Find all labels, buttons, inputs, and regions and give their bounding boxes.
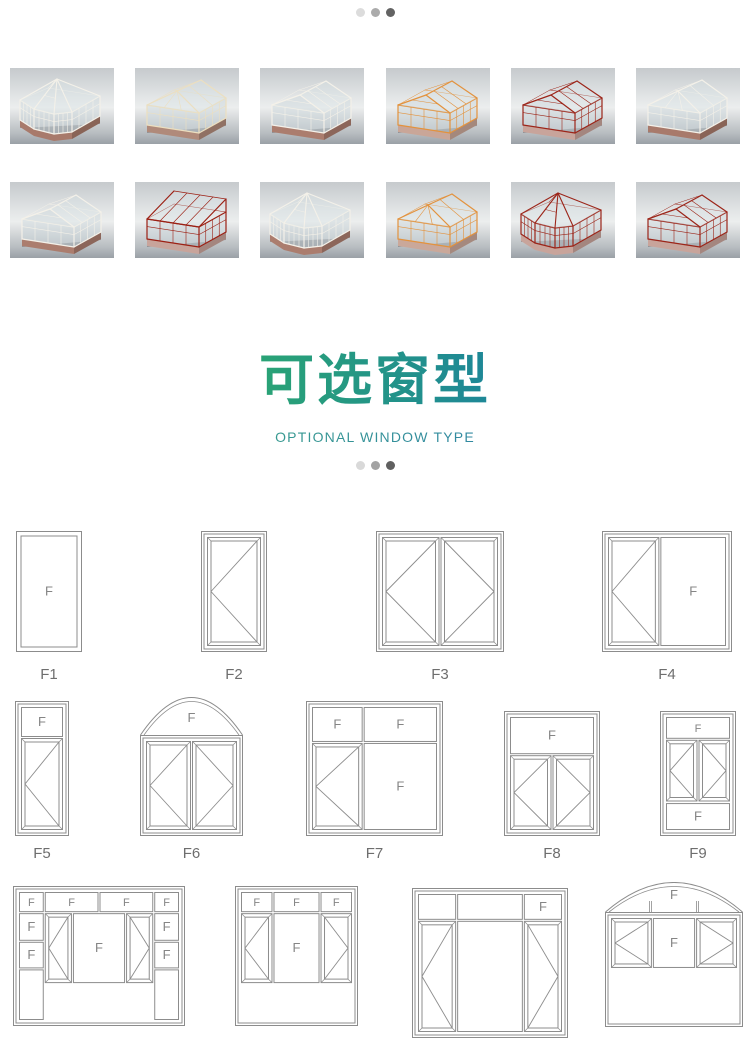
window-diagram-label: F4 — [658, 666, 676, 683]
carousel-dot[interactable] — [355, 8, 365, 17]
product-image-white-l-shape-conservatory — [260, 68, 365, 144]
section-subtitle: OPTIONAL WINDOW TYPE — [0, 429, 750, 445]
svg-text:F: F — [38, 714, 46, 729]
window-diagram-f5: F F5 — [15, 701, 69, 862]
svg-text:F: F — [68, 897, 75, 909]
svg-text:F: F — [396, 716, 404, 731]
window-diagram-label: F1 — [40, 666, 58, 683]
svg-text:F: F — [293, 940, 301, 955]
carousel-dot[interactable] — [370, 461, 380, 470]
window-diagram-f9: F F F9 — [660, 711, 736, 862]
svg-text:F: F — [695, 723, 702, 735]
svg-text:F: F — [163, 897, 170, 909]
product-page: { "carousel_top": { "dot_colors": ["#dcd… — [0, 8, 750, 1038]
svg-text:F: F — [27, 947, 35, 962]
carousel-dots-mid — [0, 461, 750, 470]
section-title: 可选窗型 — [0, 350, 750, 411]
svg-text:F: F — [689, 584, 697, 599]
product-gallery — [10, 68, 740, 296]
window-diagram-f2: F2 — [201, 531, 267, 683]
svg-text:F: F — [253, 897, 260, 909]
product-image-white-victorian-conservatory — [10, 68, 114, 144]
svg-text:F: F — [333, 897, 340, 909]
window-diagram-f6: F F6 — [140, 697, 243, 862]
window-diagram: F F F F — [235, 886, 358, 1026]
window-diagram-label: F5 — [33, 845, 51, 862]
svg-text:F: F — [548, 728, 556, 743]
window-diagram-label: F6 — [182, 845, 201, 862]
window-diagram-f8: F F8 — [504, 711, 600, 862]
product-image-white-hip-roof-conservatory — [635, 68, 740, 144]
svg-text:F: F — [163, 947, 171, 962]
svg-text:F: F — [396, 778, 404, 793]
product-image-orange-frame-sunroom — [385, 68, 490, 144]
product-row — [10, 182, 740, 258]
carousel-dot-active[interactable] — [385, 8, 395, 17]
window-diagram-label: F9 — [689, 845, 707, 862]
carousel-dot[interactable] — [370, 8, 380, 17]
product-image-red-gable-sunroom — [635, 182, 740, 258]
product-row — [10, 68, 740, 144]
product-image-red-victorian-conservatory — [510, 182, 615, 258]
window-diagram-f4: F F4 — [602, 531, 732, 683]
carousel-dot-active[interactable] — [385, 461, 395, 470]
svg-text:F: F — [123, 897, 130, 909]
window-diagram-f7: F F F F7 — [306, 701, 443, 862]
product-image-beige-p-shape-conservatory — [135, 68, 240, 144]
svg-text:F: F — [694, 809, 702, 824]
svg-text:F: F — [27, 919, 35, 934]
svg-text:F: F — [163, 919, 171, 934]
window-diagram-label: F7 — [365, 845, 384, 862]
svg-text:F: F — [670, 887, 678, 902]
svg-text:F: F — [188, 710, 196, 725]
product-image-white-gable-conservatory — [10, 182, 114, 258]
window-diagram-f3: F3 — [376, 531, 504, 683]
svg-text:F: F — [670, 935, 678, 950]
product-image-orange-hip-roof-sunroom — [385, 182, 490, 258]
product-image-red-lean-to-sunroom — [135, 182, 240, 258]
window-diagram-f1: F F1 — [16, 531, 82, 683]
carousel-dots-top — [0, 8, 750, 17]
svg-text:F: F — [95, 940, 103, 955]
product-image-white-victorian-conservatory-2 — [260, 182, 365, 258]
window-diagram-label: F2 — [225, 666, 243, 683]
svg-text:F: F — [293, 897, 300, 909]
window-diagram-label: F3 — [431, 666, 449, 683]
svg-text:F: F — [539, 899, 547, 914]
svg-text:F: F — [28, 897, 35, 909]
svg-text:F: F — [333, 716, 341, 731]
window-diagram-label: F8 — [543, 845, 561, 862]
svg-text:F: F — [45, 584, 53, 599]
carousel-dot[interactable] — [355, 461, 365, 470]
window-diagram: F — [412, 888, 568, 1038]
product-image-red-frame-gable-sunroom — [510, 68, 615, 144]
